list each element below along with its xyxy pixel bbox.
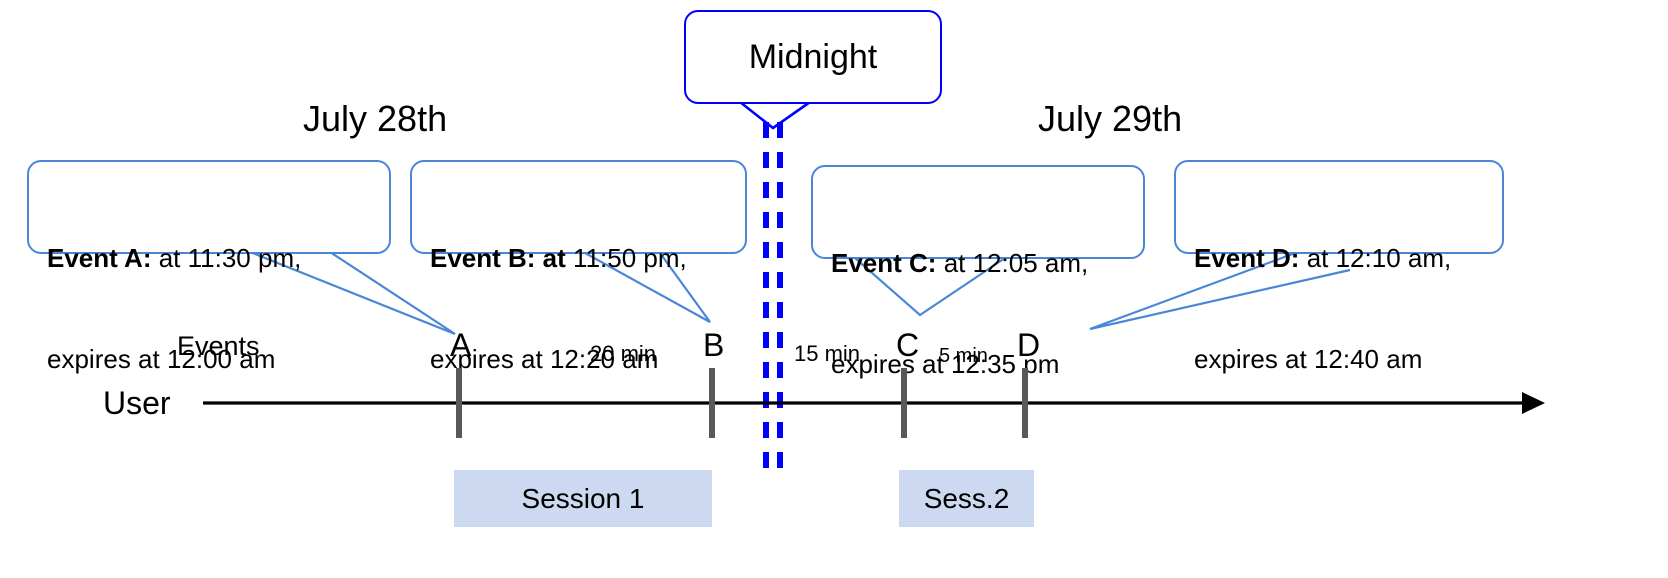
callout-event-a-lead: Event A: — [47, 242, 152, 273]
tick-mark-a — [456, 368, 462, 438]
session-box-2: Sess.2 — [899, 470, 1034, 527]
tick-mark-c — [901, 368, 907, 438]
tick-mark-d — [1022, 368, 1028, 438]
events-row-label: Events — [177, 331, 260, 361]
tick-mark-b — [709, 368, 715, 438]
callout-event-d-rest: at 12:10 am, — [1299, 242, 1452, 273]
midnight-label: Midnight — [748, 37, 878, 76]
callout-event-a-rest: at 11:30 pm, — [151, 242, 302, 273]
event-marker-label-a: A — [450, 327, 472, 363]
callout-event-a-line2: expires at 12:00 am — [47, 343, 276, 374]
session-box-1: Session 1 — [454, 470, 712, 527]
callout-event-a-line1: Event A: at 11:30 pm, — [47, 243, 301, 273]
event-marker-label-c: C — [896, 327, 920, 363]
midnight-callout: Midnight — [684, 10, 942, 104]
callout-event-c-lead: Event C: — [831, 247, 937, 278]
callout-event-c-line1: Event C: at 12:05 am, — [831, 248, 1088, 278]
callout-event-c-rest: at 12:05 am, — [936, 247, 1089, 278]
user-row-label: User — [103, 385, 171, 421]
callout-event-d: Event D: at 12:10 am, expires at 12:40 a… — [1174, 160, 1504, 374]
callout-event-a: Event A: at 11:30 pm, expires at 12:00 a… — [27, 160, 391, 374]
callout-event-c-line2: expires at 12:35 pm — [831, 348, 1060, 379]
callout-event-b-line1: Event B: at 11:50 pm, — [430, 243, 687, 273]
callout-event-b-line2: expires at 12:20 am — [430, 343, 659, 374]
gap-label-cd: 5 min — [939, 345, 988, 367]
gap-label-bc: 15 min — [794, 341, 861, 366]
callout-event-b-rest: 11:50 pm, — [565, 242, 687, 273]
session-box-1-label: Session 1 — [521, 482, 645, 514]
callout-event-d-line2: expires at 12:40 am — [1194, 343, 1423, 374]
day-label-right: July 29th — [1038, 98, 1183, 139]
gap-label-ab: 20 min — [590, 341, 657, 366]
callout-event-c: Event C: at 12:05 am, expires at 12:35 p… — [811, 165, 1145, 379]
timeline-arrowhead — [1522, 392, 1545, 414]
day-label-left: July 28th — [303, 98, 448, 139]
callout-event-d-line1: Event D: at 12:10 am, — [1194, 243, 1451, 273]
event-marker-label-b: B — [703, 327, 725, 363]
event-marker-label-d: D — [1017, 327, 1041, 363]
callout-event-b-lead: Event B: at — [430, 242, 566, 273]
callout-event-b: Event B: at 11:50 pm, expires at 12:20 a… — [410, 160, 747, 374]
midnight-callout-tail — [739, 100, 811, 130]
callout-event-d-lead: Event D: — [1194, 242, 1300, 273]
session-box-2-label: Sess.2 — [923, 482, 1010, 514]
